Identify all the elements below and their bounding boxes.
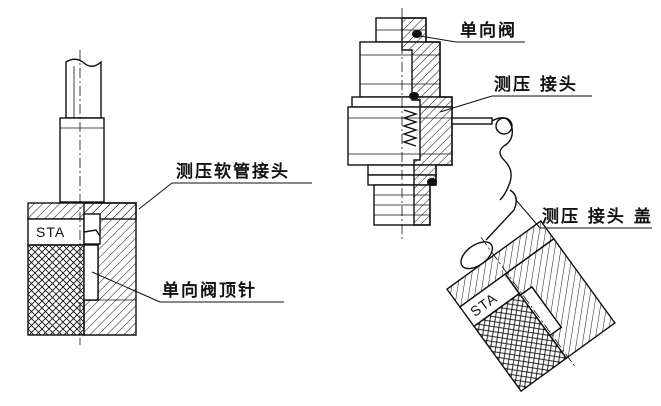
leader-check-valve: [419, 35, 457, 43]
sta-mark-left: STA: [36, 224, 65, 240]
label-valve-pin: 单向阀顶针: [162, 280, 257, 301]
label-check-valve: 单向阀: [460, 20, 517, 41]
leader-valve-pin: [91, 271, 161, 303]
leader-connector-cap: [515, 199, 541, 229]
connector-cap-drawing: STA: [446, 220, 616, 393]
test-connector-drawing: [347, 17, 517, 241]
label-hose-connector: 测压软管接头: [176, 161, 290, 182]
label-test-connector: 测压 接头: [494, 74, 578, 95]
label-connector-cap: 测压 接头 盖: [542, 206, 653, 227]
hose-connector-drawing: [27, 58, 137, 336]
leader-test-connector: [439, 95, 493, 113]
leader-hose-connector: [138, 182, 173, 210]
